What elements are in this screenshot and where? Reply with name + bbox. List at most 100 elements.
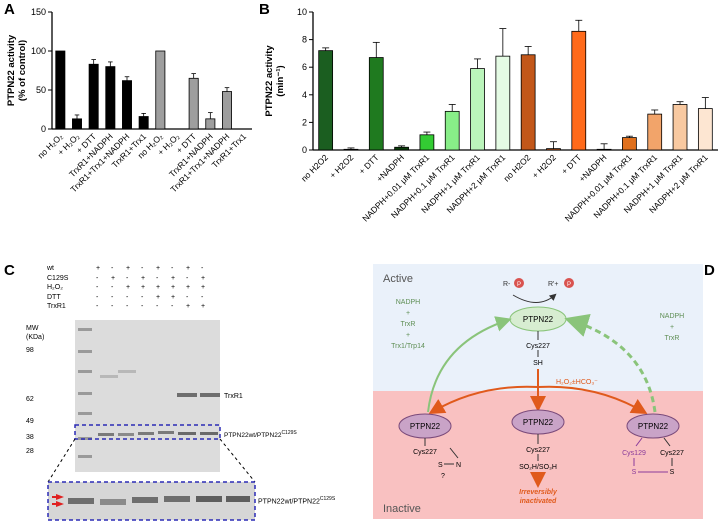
ptpn22-sn-label: PTPN22 [410, 422, 441, 431]
gel-image [75, 320, 220, 472]
gel-sign: + [141, 284, 146, 291]
bar [72, 118, 82, 130]
catalysis-arrow [512, 293, 557, 303]
bar [470, 68, 485, 151]
gel-header-label: C129S [47, 274, 69, 282]
gel-header-signs: +-+-+-+--+-+-+-+--++++++----++--------++ [96, 264, 216, 312]
phosphate-icon [514, 278, 524, 288]
gel-figure [47, 320, 256, 521]
gel-sign: - [111, 293, 114, 301]
y-axis-label: PTPN22 activity(min⁻¹) [264, 45, 286, 117]
x-tick-label: + H2O2 [530, 152, 558, 180]
gel-sign: - [111, 284, 114, 291]
gel-sign: + [156, 293, 161, 301]
gel-sign: + [96, 265, 101, 272]
gel-band [118, 370, 136, 373]
gel-sign: - [156, 303, 159, 310]
reduction-arrow-left [427, 316, 512, 413]
y-axis-label: PTPN22 activity(% of control) [6, 34, 28, 106]
gel-sign: - [96, 293, 99, 301]
gel-sign: - [126, 293, 129, 301]
panel-label-c: C [4, 262, 15, 279]
bar [222, 91, 232, 130]
gel-header-label: TrxR1 [47, 303, 66, 310]
gel-sign: - [96, 274, 99, 282]
left-reductant-label: NADPH+TrxR+Trx1/Trp14 [391, 299, 425, 350]
bond-line [449, 447, 459, 459]
gel-sign: - [171, 265, 174, 272]
mw-marker-98: 98 [26, 347, 34, 354]
gel-sign: - [156, 274, 159, 282]
left-n: N [456, 462, 461, 469]
gel-sign: + [186, 284, 191, 291]
gel-sign-row: +-+-+-+- [96, 264, 216, 274]
y-tick-label: 8 [302, 35, 307, 45]
bar [647, 113, 663, 151]
sulfinic-label: SO₂H/SO₃H [519, 464, 557, 471]
gel-sign: + [126, 284, 131, 291]
bond-line [635, 437, 643, 447]
gel-sign-row: ------++ [96, 302, 216, 312]
oxidant-label: H₂O₂±HCO₃⁻ [556, 379, 598, 386]
bar [55, 50, 66, 130]
trxr1-band [200, 393, 220, 397]
gel-header-label: H₂O₂ [47, 284, 63, 291]
gel-header-label: DTT [47, 293, 61, 301]
mid-cys227: Cys227 [526, 447, 550, 454]
x-tick-label: no H2O2 [299, 152, 330, 183]
panel-label-a: A [4, 1, 15, 18]
trxr1-label: TrxR1 [224, 393, 243, 400]
bar [444, 110, 460, 151]
gel-sign: - [126, 274, 129, 282]
gel-sign: + [126, 265, 131, 272]
y-tick-label: 50 [36, 85, 46, 95]
mechanism-diagram: Active Inactive R- P R'+ P PTPN22 Cys227… [373, 264, 703, 519]
ptpn22-disulfide-label: PTPN22 [638, 422, 669, 431]
gel-sign: + [111, 274, 116, 282]
y-tick-label: 10 [297, 7, 307, 17]
gel-sign: - [141, 293, 144, 301]
gel-sign: + [156, 284, 161, 291]
left-question: ? [441, 473, 445, 480]
x-tick-label: + H2O2 [327, 152, 355, 180]
zoom-label: PTPN22wt/PTPN22C129S [258, 496, 336, 506]
right-reductant-label: NADPH+TrxR [660, 313, 685, 342]
gel-sign: + [156, 265, 161, 272]
right-cys227: Cys227 [660, 450, 684, 457]
ptpn22-disulfide-node [626, 413, 680, 439]
bar [546, 148, 561, 151]
bar [318, 50, 334, 151]
gel-sign-row: -+-+-+-+ [96, 274, 216, 284]
mw-marker-62: 62 [26, 396, 34, 403]
gel-sign: - [141, 303, 144, 310]
bar [88, 63, 99, 130]
gel-sign: - [141, 265, 144, 272]
cys227-label: Cys227 [526, 343, 550, 350]
gel-sign: + [171, 274, 176, 282]
gel-sign-row: --++++++ [96, 283, 216, 293]
zoom-line [219, 438, 256, 483]
phosphate-p: P [567, 282, 571, 288]
bar [520, 54, 536, 151]
bar [672, 104, 688, 151]
ptpn22-band-label: PTPN22wt/PTPN22C129S [224, 430, 297, 440]
panel-label-b: B [259, 1, 270, 18]
x-tick-label: + DTT [559, 152, 583, 176]
y-tick-label: 2 [302, 117, 307, 127]
gel-sign: - [111, 303, 114, 310]
bar [138, 116, 149, 130]
left-cys227: Cys227 [413, 449, 437, 456]
left-s: S [438, 462, 443, 469]
mw-marker-38: 38 [26, 434, 34, 441]
oxidation-arrow-right [537, 385, 648, 415]
bar [205, 118, 216, 130]
bar [622, 137, 637, 151]
oxidation-arrow-left [428, 385, 539, 415]
gel-sign: - [186, 293, 189, 301]
gel-sign: - [96, 284, 99, 291]
active-label: Active [383, 273, 413, 285]
bar [596, 148, 612, 151]
ptpn22-bands [98, 431, 218, 436]
